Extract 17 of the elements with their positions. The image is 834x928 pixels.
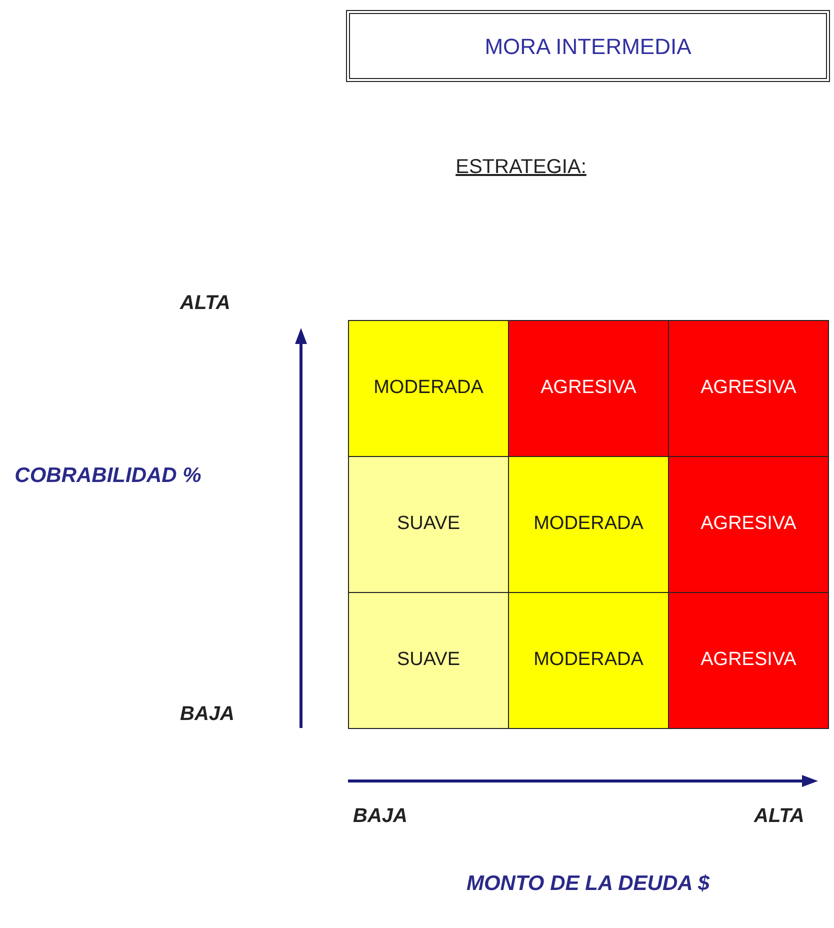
axis-label: COBRABILIDAD % bbox=[14, 463, 202, 489]
strategy-cell: AGRESIVA bbox=[668, 592, 829, 729]
strategy-cell: MODERADA bbox=[348, 320, 509, 457]
strategy-cell: AGRESIVA bbox=[508, 320, 669, 457]
strategy-cell: SUAVE bbox=[348, 456, 509, 593]
axis-label: MONTO DE LA DEUDA $ bbox=[465, 871, 711, 897]
strategy-cell: SUAVE bbox=[348, 592, 509, 729]
strategy-cell: AGRESIVA bbox=[668, 320, 829, 457]
axis-label: ALTA bbox=[754, 804, 806, 829]
strategy-cell: AGRESIVA bbox=[668, 456, 829, 593]
strategy-cell: MODERADA bbox=[508, 456, 669, 593]
axis-label: ALTA bbox=[180, 291, 232, 316]
axis-label: BAJA bbox=[353, 804, 408, 829]
strategy-cell: MODERADA bbox=[508, 592, 669, 729]
axis-label: BAJA bbox=[180, 702, 236, 727]
axis-label: ESTRATEGIA: bbox=[454, 155, 588, 180]
title-box: MORA INTERMEDIA bbox=[346, 10, 830, 82]
